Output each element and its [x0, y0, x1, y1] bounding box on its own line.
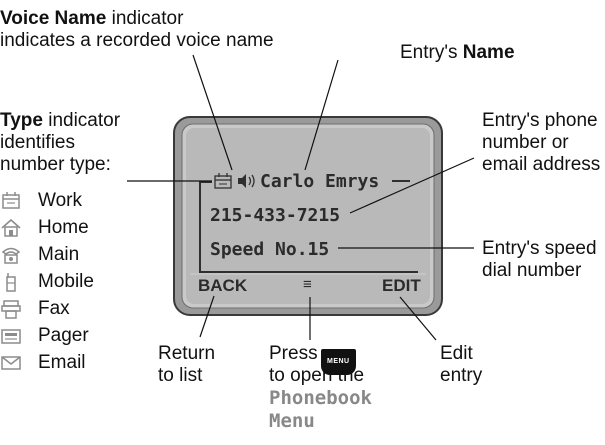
label-press-menu: Press MENU to open the Phonebook Menu — [269, 343, 372, 432]
work-icon — [2, 192, 20, 209]
menu-key-icon: MENU — [321, 349, 356, 375]
leader-name — [304, 59, 339, 171]
leader-phone — [349, 157, 475, 214]
leader-voice — [192, 54, 233, 171]
email-icon — [1, 356, 21, 370]
soft-key-back[interactable]: BACK — [198, 276, 248, 295]
home-icon — [1, 218, 21, 237]
display-screen — [186, 128, 430, 304]
fax-icon — [1, 300, 21, 319]
screen-voice-icon — [238, 174, 255, 188]
mobile-icon — [6, 273, 16, 292]
name-term: Name — [462, 42, 515, 63]
label-edit-entry: Edit entry — [440, 343, 483, 386]
type-item-pager: Pager — [0, 325, 160, 349]
type-item-main: Main — [0, 244, 160, 268]
screen-name-line: Carlo Emrys — [260, 171, 380, 192]
type-item-work: Work — [0, 190, 160, 214]
voice-name-term: Voice Name — [0, 8, 107, 29]
detail-frame — [199, 181, 418, 273]
label-voice-name: Voice Name indicator indicates a recorde… — [0, 8, 274, 51]
main-icon — [1, 247, 21, 264]
leader-back — [199, 295, 215, 338]
menu-indicator-icon[interactable]: ≡ — [303, 276, 312, 293]
type-item-email: Email — [0, 352, 160, 376]
leader-edit — [399, 296, 437, 341]
type-term: Type — [0, 110, 43, 131]
label-phone-number: Entry's phone number or email address — [482, 110, 601, 175]
screen-phone-line: 215-433-7215 — [210, 205, 341, 226]
label-type-indicator: Type indicator identifies number type: — [0, 110, 121, 175]
type-item-fax: Fax — [0, 298, 160, 322]
type-item-mobile: Mobile — [0, 271, 160, 295]
label-entry-name: Entry's Name — [400, 42, 515, 63]
soft-key-edit[interactable]: EDIT — [382, 276, 421, 295]
screen-work-icon — [214, 173, 232, 189]
label-speed-dial: Entry's speed dial number — [482, 238, 597, 281]
type-item-home: Home — [0, 217, 160, 241]
screen-speed-line: Speed No.15 — [210, 239, 330, 260]
label-return: Return to list — [158, 343, 216, 386]
pager-icon — [1, 329, 21, 344]
